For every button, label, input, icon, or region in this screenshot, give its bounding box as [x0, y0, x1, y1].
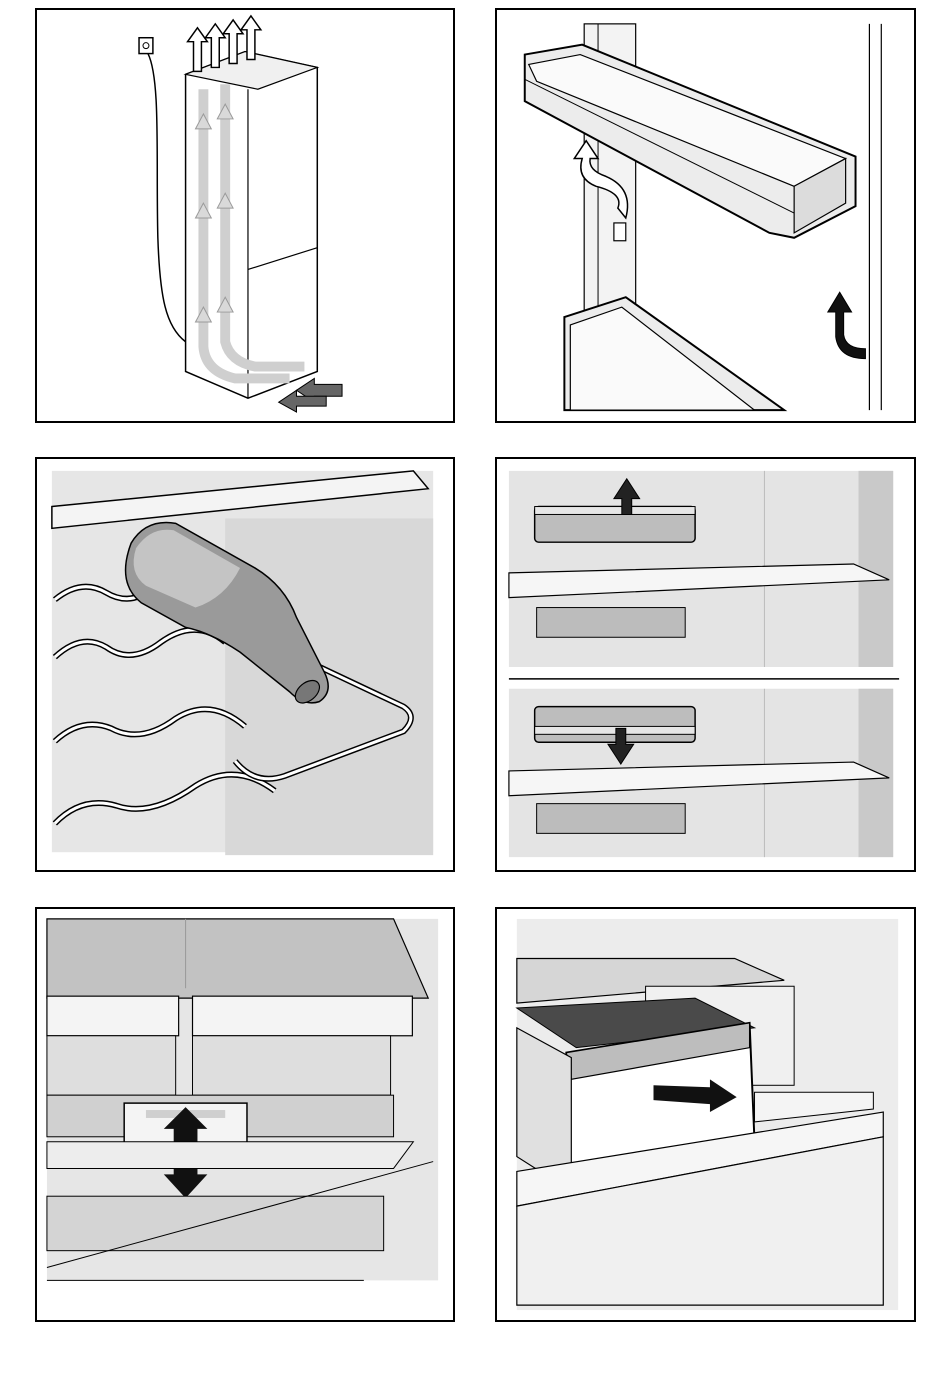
panel-bottle-rack	[35, 457, 455, 872]
panel-shelf-divider	[495, 457, 916, 872]
crisper-slider-illustration	[37, 909, 453, 1320]
divider-bottom	[535, 707, 695, 743]
upper-door-shelf	[525, 45, 856, 238]
crisper-left	[47, 996, 179, 1036]
wall-socket-icon	[139, 38, 153, 54]
panel-drawer-pull-out	[495, 907, 916, 1322]
panel-fridge-ventilation	[35, 8, 455, 423]
crisper-right	[193, 996, 413, 1036]
panel-crisper-slider	[35, 907, 455, 1322]
drawer-illustration	[497, 909, 914, 1320]
bottle-rack-illustration	[37, 459, 453, 870]
power-cord	[148, 54, 186, 342]
door-shelf-illustration	[497, 10, 914, 421]
shelf-divider-illustration	[497, 459, 914, 870]
fridge-ventilation-illustration	[37, 10, 453, 421]
lower-door-shelf	[564, 297, 784, 410]
glass-cover	[47, 919, 428, 998]
curved-up-arrow-icon	[828, 292, 866, 358]
panel-door-shelf-removal	[495, 8, 916, 423]
